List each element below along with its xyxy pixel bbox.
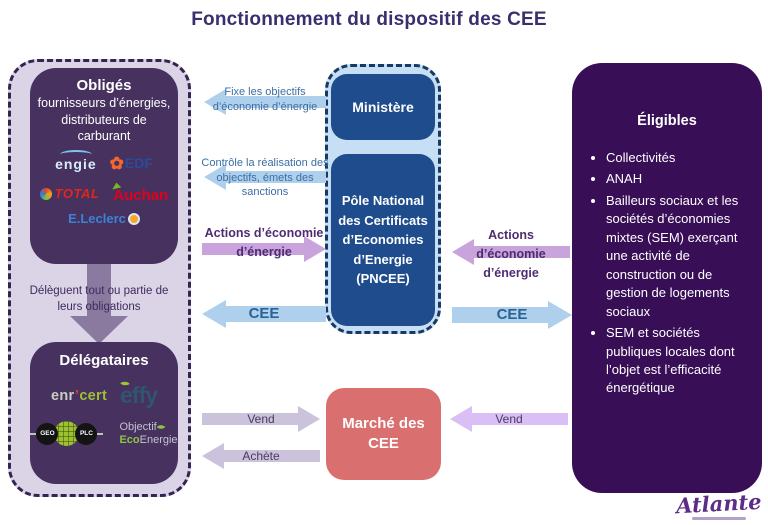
obliges-box: Obligés fournisseurs d’énergies, distrib… (30, 68, 178, 264)
enrcert-logo: enr’cert (51, 388, 107, 404)
pncee-box: Pôle National des Certificats d’Economie… (331, 154, 435, 326)
obliges-subtitle: fournisseurs d’énergies, distributeurs d… (37, 96, 171, 143)
objectif-text: Objectif (119, 421, 157, 433)
leclerc-logo: E.Leclerc (68, 211, 140, 226)
cee-right-label: CEE (496, 306, 528, 323)
objectif-ecoenergie-logo: Objectif EcoEnergie (119, 421, 177, 446)
enrcert-logo-part2: cert (79, 387, 108, 404)
geo-circle: GEO (36, 422, 59, 445)
delegation-down-arrow (70, 264, 128, 344)
eligibles-item: Collectivités (606, 149, 754, 167)
vend-left-arrow (202, 406, 320, 432)
fixe-objectifs-label: Fixe les objectifs d’économie d’énergie (212, 86, 318, 113)
ministere-box: Ministère (331, 74, 435, 140)
total-logo: TOTAL (39, 185, 100, 201)
eco-text: Eco (119, 433, 140, 446)
geoplc-dash-left (30, 432, 37, 435)
actions-left-arrow (202, 236, 326, 262)
marche-cee-box: Marché des CEE (326, 388, 441, 480)
achete-label: Achète (242, 449, 280, 463)
cee-left-label: CEE (248, 305, 280, 322)
geoplc-logo: GEO PLC (30, 421, 104, 447)
edf-logo: ✿EDF (110, 154, 153, 174)
obliges-logo-row-3: E.Leclerc (30, 211, 178, 226)
atlante-logo: Atlante (675, 488, 763, 520)
obliges-logo-row-2: TOTAL Auchan (30, 182, 178, 204)
eligibles-item: SEM et sociétés publiques locales dont l… (606, 324, 754, 398)
geoplc-dash-right (97, 432, 104, 435)
achete-arrow (202, 443, 320, 469)
engie-logo: engie (55, 149, 97, 172)
atlante-logo-text: Atlante (675, 488, 763, 519)
auchan-logo-text: Auchan (113, 186, 169, 204)
eligibles-item: ANAH (606, 170, 754, 188)
actions-right-label: Actions d’économie d’énergie (476, 228, 546, 280)
leclerc-logo-text: E.Leclerc (68, 210, 126, 226)
delegataires-title: Délégataires (59, 352, 149, 369)
atlante-tagline-bar (692, 517, 747, 520)
vend-left-label: Vend (247, 412, 275, 426)
controle-arrow (204, 164, 326, 190)
objectif-leaf-icon (156, 422, 165, 432)
actions-right-arrow (452, 239, 570, 265)
actions-left-label: Actions d’économie d’énergie (204, 226, 324, 259)
energie-text: Energie (139, 433, 178, 446)
obliges-logo-row-1: engie ✿EDF (30, 149, 178, 174)
controle-label: Contrôle la réalisation des objectifs, é… (201, 157, 329, 198)
leclerc-dot-icon (127, 212, 140, 225)
delegataires-logo-row-1: enr’cert effy (30, 382, 178, 409)
eligibles-item: Bailleurs sociaux et les sociétés d’écon… (606, 192, 754, 321)
auchan-logo: Auchan (112, 182, 169, 204)
edf-logo-text: EDF (124, 154, 153, 171)
delegataires-box: Délégataires enr’cert effy GEO PLC Objec… (30, 342, 178, 484)
total-logo-text: TOTAL (54, 185, 100, 201)
fixe-objectifs-arrow (204, 89, 326, 115)
eligibles-list: Collectivités ANAH Bailleurs sociaux et … (586, 149, 754, 398)
delegataires-logo-row-2: GEO PLC Objectif EcoEnergie (30, 421, 178, 447)
vend-right-arrow (450, 406, 568, 432)
cee-left-arrow (202, 300, 326, 328)
plc-circle: PLC (75, 422, 98, 445)
delegation-arrow-label: Délèguent tout ou partie de leurs obliga… (29, 285, 169, 313)
eligibles-box: Éligibles Collectivités ANAH Bailleurs s… (572, 63, 762, 493)
enrcert-logo-part1: enr (50, 387, 75, 404)
vend-right-label: Vend (495, 412, 523, 426)
enrcert-tick: ’ (74, 387, 80, 404)
obliges-title: Obligés (76, 77, 132, 94)
cee-right-arrow (452, 301, 572, 329)
total-globe-icon (39, 187, 52, 200)
geoplc-globe-icon (54, 421, 80, 447)
eligibles-title: Éligibles (637, 113, 697, 129)
auchan-bird-icon (112, 182, 122, 190)
edf-flower-icon: ✿ (109, 153, 124, 173)
page-title: Fonctionnement du dispositif des CEE (191, 9, 547, 30)
effy-logo: effy (120, 382, 158, 408)
